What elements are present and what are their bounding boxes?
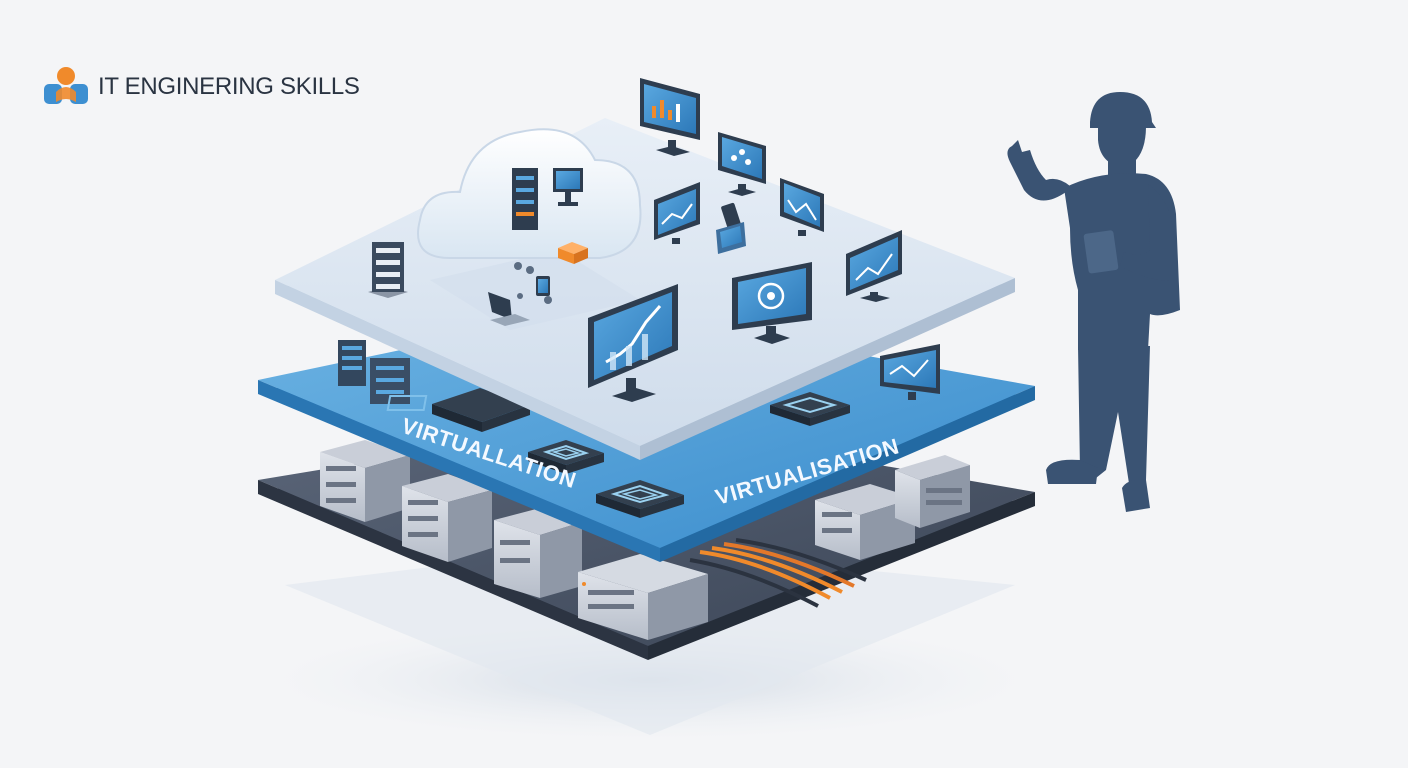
brand-name: IT ENGINERING SKILLS — [98, 73, 360, 100]
cloud-icon — [417, 128, 642, 259]
chart-monitor-icon — [588, 284, 678, 402]
chart-monitor-icon — [654, 182, 700, 244]
chart-monitor-icon — [846, 230, 902, 302]
server-rack-icon — [494, 508, 582, 598]
cable-bundle-icon — [689, 538, 867, 608]
orange-block-icon — [558, 242, 588, 264]
server-tower-icon — [368, 242, 408, 298]
user-group-logo-icon — [44, 67, 88, 104]
hypervisor-chip-icon — [528, 440, 604, 474]
hypervisor-chip-icon — [770, 392, 850, 426]
chart-monitor-icon — [640, 78, 700, 156]
server-tower-icon — [338, 340, 366, 386]
laptop-icon — [488, 292, 530, 326]
mobile-device-icon — [716, 202, 746, 254]
engineer-silhouette-icon — [1007, 92, 1180, 512]
server-rack-icon — [895, 455, 970, 528]
application-layer — [275, 78, 1015, 460]
brand-logo: IT ENGINERING SKILLS — [42, 66, 360, 108]
network-nodes-icon — [514, 262, 552, 304]
network-monitor-icon — [718, 132, 766, 196]
monitor-icon — [732, 262, 812, 344]
hypervisor-chip-icon — [386, 388, 530, 432]
server-rack-icon — [402, 474, 492, 562]
hypervisor-chip-icon — [596, 480, 684, 518]
server-rack-icon — [578, 554, 708, 640]
server-rack-icon — [320, 440, 410, 522]
mobile-device-icon — [536, 276, 550, 296]
chart-monitor-icon — [880, 344, 940, 400]
chart-monitor-icon — [780, 178, 824, 236]
